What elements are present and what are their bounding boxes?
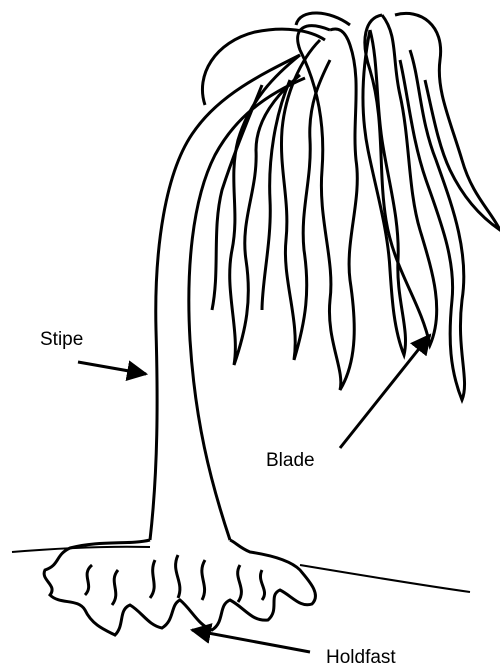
stipe-arrow (78, 362, 146, 374)
holdfast-shape (44, 540, 315, 635)
holdfast-label: Holdfast (326, 648, 396, 667)
stipe-label: Stipe (40, 330, 83, 349)
holdfast-arrow (192, 630, 310, 652)
blade-label: Blade (266, 451, 315, 470)
blade-fronds (212, 13, 500, 400)
